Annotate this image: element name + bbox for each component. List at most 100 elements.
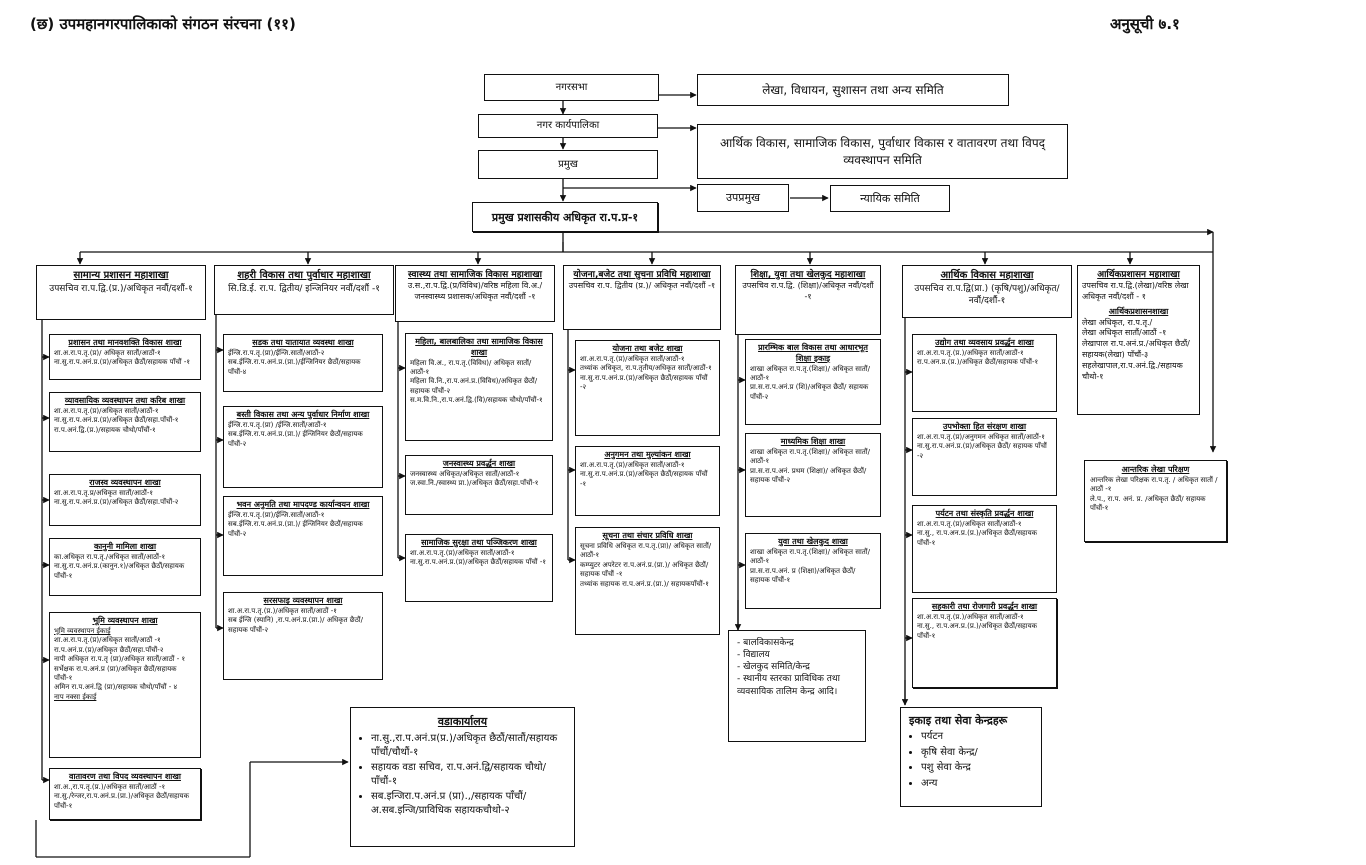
section-public-health: जनस्वास्थ्य प्रवर्द्धन शाखा जनस्वास्थ्य … [405, 455, 553, 515]
judicial-committee-box: न्यायिक समिति [830, 185, 950, 212]
section-title: युवा तथा खेलकुद शाखा [778, 537, 848, 546]
division-urban-infra: शहरी विकास तथा पुर्वाधार महाशाखा सि.डि.ई… [214, 265, 394, 315]
section-staff: महिला वि.अ., रा.प.तृ.(विविध)/ अधिकृत सात… [410, 358, 543, 405]
division-title: स्वास्थ्य तथा सामाजिक विकास महाशाखा [408, 270, 542, 280]
section-staff: का.अधिकृत रा.प.तृ./अधिकृत सातौं/आठौं-१ न… [54, 552, 185, 580]
section-title: प्रशासन तथा मानवशक्ति विकास शाखा [68, 338, 182, 347]
section-staff: शा.अ.रा.प.तृ.(प्र)/अधिकृत सातौं/आठौं -१ … [54, 636, 186, 692]
committee-accounts-box: लेखा, विधायन, सुशासन तथा अन्य समिति [697, 74, 1009, 106]
list-item: पशु सेवा केन्द्र [921, 761, 1033, 775]
list-item: ना.सु.,रा.प.अनं.प्र(प्र.)/अधिकृत छैठौं/स… [371, 732, 566, 759]
section-staff: शा.अ.रा.प.तृ.(प्र.)/अधिकृत सातौं/आठौं-१ … [917, 612, 1038, 640]
section-title: सरसफाइ व्यवस्थापन शाखा [263, 596, 343, 605]
section-staff: शा.अ.रा.प.तृ.(प्र.)/अधिकृत सातौं/आठौं-१ … [917, 348, 1039, 367]
section-title: आन्तरिक लेखा परिक्षण [1121, 465, 1190, 474]
division-title: योजना,बजेट तथा सुचना प्रविधि महाशाखा [573, 270, 711, 280]
list-item: स्थानीय स्तरका प्राविधिक तथा व्यवसायिक त… [737, 673, 857, 697]
division-financial-admin: आर्थिकप्रशासन महाशाखा उपसचिव रा.प.द्वि.(… [1077, 265, 1200, 415]
section-staff: ईन्जि.रा.प.तृ.(प्रा)/ईन्जि.सातौं/आठौं-१ … [228, 510, 363, 538]
section-secondary-edu: माध्यमिक शिक्षा शाखा शाखा अधिकृत रा.प.तृ… [745, 433, 881, 517]
section-title: सहकारी तथा रोजगारी प्रवर्द्धन शाखा [931, 602, 1038, 611]
section-admin-hr: प्रशासन तथा मानवशक्ति विकास शाखा शा.अ.रा… [49, 334, 201, 380]
service-centres-box: इकाइ तथा सेवा केन्द्रहरू पर्यटन कृषि सेव… [900, 707, 1042, 807]
section-staff: शा.अ.रा.प.तृ.(प्र)/अधिकृत सातौं/आठौं-१ न… [54, 406, 179, 434]
upapramukh-box: उपप्रमुख [697, 184, 789, 212]
section-internal-audit: आन्तरिक लेखा परिक्षण आन्तरिक लेखा परिक्ष… [1084, 460, 1227, 542]
section-monitoring: अनुगमन तथा मुल्यांकन शाखा शा.अ.रा.प.तृ.(… [575, 446, 720, 516]
division-staff: उपसचिव रा.प.द्वि.(लेखा)/वरिष्ठ लेखा अधिक… [1082, 281, 1192, 301]
section-title: योजना तथा बजेट शाखा [612, 344, 683, 353]
division-staff: उपसचिव रा.प.द्वि. (शिक्षा)/अधिकृत नवौं/द… [742, 281, 874, 301]
section-title: कानुनी मामिला शाखा [93, 542, 157, 551]
section-building-permit: भवन अनुमति तथा मापदण्ड कार्यान्वयन शाखा … [223, 496, 383, 576]
land-unit-label: भूमि व्यवस्थापन ईकाई [54, 626, 111, 635]
section-title: माध्यमिक शिक्षा शाखा [780, 437, 846, 446]
cao-box: प्रमुख प्रशासकीय अधिकृत रा.प.प्र-१ [472, 202, 658, 232]
list-item: कृषि सेवा केन्द्र/ [921, 746, 1033, 760]
list-item: खेलकुद समिति/केन्द्र [737, 661, 857, 673]
section-title: सूचना तथा संचार प्रविधि शाखा [602, 531, 693, 540]
division-general-admin: सामान्य प्रशासन महाशाखा उपसचिव रा.प.द्वि… [36, 265, 206, 320]
division-health-social: स्वास्थ्य तथा सामाजिक विकास महाशाखा उ.स.… [395, 265, 555, 322]
section-title: उपभोक्ता हित संरक्षण शाखा [942, 422, 1027, 431]
section-legal: कानुनी मामिला शाखा का.अधिकृत रा.प.तृ./अध… [49, 538, 201, 596]
section-staff: शा.अ.रा.प.तृ.(प्र)/अधिकृत सातौं/आठौं-१ न… [410, 548, 547, 567]
section-consumer-protection: उपभोक्ता हित संरक्षण शाखा शा.अ.रा.प.तृ.(… [912, 418, 1057, 496]
section-title: जनस्वास्थ्य प्रवर्द्धन शाखा [442, 459, 516, 468]
list-item: बालविकासकेन्द्र [737, 637, 857, 649]
section-women-children: महिला, बालबालिका तथा सामाजिक विकास शाखा … [405, 333, 553, 441]
section-title: प्रारम्भिक बाल विकास तथा आधारभूत शिक्षा … [758, 343, 868, 363]
section-staff: सूचना प्रविधि अधिकृत रा.प.तृ.(प्रा)/ अधि… [580, 541, 712, 588]
list-item: पर्यटन [921, 730, 1033, 744]
section-youth-sports: युवा तथा खेलकुद शाखा शाखा अधिकृत रा.प.तृ… [745, 533, 881, 609]
division-staff: सि.डि.ई. रा.प. द्वितीय/ इन्जिनियर नवौं/द… [228, 283, 380, 294]
division-staff: उ.स.,रा.प.द्वि.(प्र/विविध)/वरिष्ठ महिला … [407, 281, 543, 301]
section-staff: जनस्वास्थ्य अधिकृत/अधिकृत सातौं/आठौं-१ ज… [410, 469, 539, 488]
section-staff: शाखा अधिकृत रा.प.तृ.(शिक्षा)/ अधिकृत सात… [750, 547, 870, 585]
section-staff: शाखा अधिकृत रा.प.तृ.(शिक्षा)/ अधिकृत सात… [750, 364, 870, 401]
section-title: राजस्व व्यवस्थापन शाखा [89, 478, 161, 487]
division-title: शिक्षा, युवा तथा खेलकुद महाशाखा [750, 270, 866, 280]
section-staff: ईन्जि.रा.प.तृ.(प्रा)/ईन्जि.सातौं/आठौं-२ … [228, 348, 361, 376]
section-title: भूमि व्यवस्थापन शाखा [92, 616, 158, 625]
section-cooperative-employment: सहकारी तथा रोजगारी प्रवर्द्धन शाखा शा.अ.… [912, 598, 1057, 688]
chart-title: (छ) उपमहानगरपालिकाको संगठन संरचना (११) [30, 15, 296, 33]
division-title: आर्थिकप्रशासन महाशाखा [1097, 270, 1180, 280]
list-item: अन्य [921, 777, 1033, 791]
division-staff: उपसचिव रा.प. द्वितीय (प्र.)/ अधिकृत नवौं… [568, 281, 716, 291]
list-item: सब.इन्जिरा.प.अनं.प्र (प्रा).,/सहायक पाँच… [371, 790, 566, 817]
section-industry-business: उद्योग तथा व्यवसाय प्रवर्द्धन शाखा शा.अ.… [912, 334, 1057, 412]
finance-section-title: आर्थिकप्रशासनशाखा [1108, 306, 1169, 316]
section-title: उद्योग तथा व्यवसाय प्रवर्द्धन शाखा [935, 338, 1034, 347]
section-staff: शा.अ.रा.प.तृ.(प्र)/अधिकृत सातौं/आठौं-१ न… [580, 460, 708, 488]
section-early-childhood: प्रारम्भिक बाल विकास तथा आधारभूत शिक्षा … [745, 339, 881, 425]
section-land: भूमि व्यवस्थापन शाखा भूमि व्यवस्थापन ईका… [49, 612, 201, 758]
section-business-tax: व्यावसायिक व्यवस्थापन तथा करिब शाखा शा.अ… [49, 392, 201, 452]
section-tourism-culture: पर्यटन तथा संस्कृति प्रवर्द्धन शाखा शा.अ… [912, 505, 1057, 593]
education-institutions-box: बालविकासकेन्द्र विद्यालय खेलकुद समिति/के… [728, 630, 866, 742]
section-staff: शा.अ.रा.प.तृ.(प्र)/अनुगमन अधिकृत सातौं/आ… [917, 432, 1047, 460]
section-title: पर्यटन तथा संस्कृति प्रवर्द्धन शाखा [935, 509, 1034, 518]
ward-office-title: वडाकार्यालय [437, 715, 488, 728]
section-title: वातावरण तथा विपद व्यवस्थापन शाखा [69, 772, 181, 781]
section-staff: शा.अ.रा.प.तृ.(प्र.)/अधिकृत सातौं/आठौं -१… [228, 606, 363, 634]
nagarsabha-box: नगरसभा [484, 74, 659, 101]
section-title: बस्ती विकास तथा अन्य पुर्वाधार निर्माण श… [236, 410, 370, 419]
section-social-security: सामाजिक सुरक्षा तथा पञ्जिकरण शाखा शा.अ.र… [405, 534, 553, 602]
section-staff: ईन्जि.रा.प.तृ.(प्रा) /ईन्जि.सातौं/आठौं-१… [228, 420, 363, 448]
section-sanitation: सरसफाइ व्यवस्थापन शाखा शा.अ.रा.प.तृ.(प्र… [223, 592, 383, 680]
list-item: सहायक वडा सचिव, रा.प.अनं.द्वि/सहायक चौथो… [371, 761, 566, 788]
survey-unit-label: नाप नक्सा ईकाई [54, 692, 97, 701]
pramukh-box: प्रमुख [478, 150, 658, 179]
division-title: शहरी विकास तथा पुर्वाधार महाशाखा [237, 270, 371, 281]
section-environment-disaster: वातावरण तथा विपद व्यवस्थापन शाखा शा.अ.,र… [49, 768, 201, 820]
division-title: आर्थिक विकास महाशाखा [940, 270, 1034, 281]
section-ict: सूचना तथा संचार प्रविधि शाखा सूचना प्रवि… [575, 527, 720, 635]
section-staff: शा.अ.,रा.प.तृ.(प्र.)/अधिकृत सातौं/आठौं -… [54, 782, 189, 810]
division-economic-dev: आर्थिक विकास महाशाखा उपसचिव रा.प.द्वि(प्… [902, 265, 1072, 318]
section-staff: शा.अ.रा.प.तृ.(प्र)/ अधिकृत सातौं/आठौं-१ … [54, 348, 191, 367]
division-education-youth: शिक्षा, युवा तथा खेलकुद महाशाखा उपसचिव र… [735, 265, 881, 335]
service-centres-title: इकाइ तथा सेवा केन्द्रहरू [909, 714, 1008, 727]
ward-office-box: वडाकार्यालय ना.सु.,रा.प.अनं.प्र(प्र.)/अध… [350, 707, 575, 847]
section-staff: शाखा अधिकृत रा.प.तृ.(शिक्षा)/ अधिकृत सात… [750, 447, 870, 485]
